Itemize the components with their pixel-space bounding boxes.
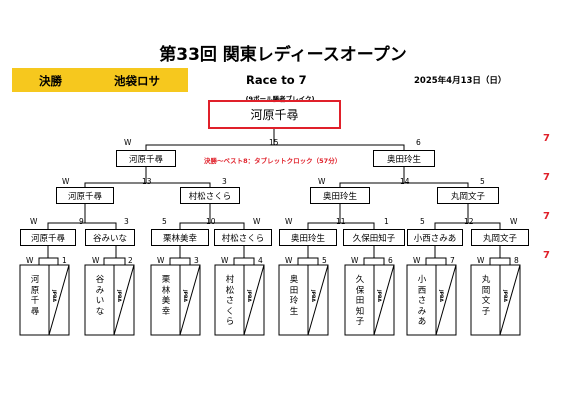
qf4-right-win: W: [510, 217, 518, 226]
seed2-name: 谷みいな: [95, 275, 105, 317]
seed7-name: 小西さみあ: [417, 275, 427, 327]
champion-name: 河原千尋: [250, 108, 299, 122]
semi1-left-score: 13: [142, 177, 152, 186]
semi1-right-score: 3: [222, 177, 227, 186]
seed3-win: W: [157, 256, 165, 265]
side-mark-first: 7: [543, 250, 550, 261]
qf2-left-player: 栗林美幸: [151, 229, 209, 246]
final-left-win: W: [124, 138, 132, 147]
qf1-right-player: 谷みいな: [85, 229, 135, 246]
race-label: Race to 7: [246, 73, 307, 87]
final-left-score: 15: [269, 138, 279, 147]
qf1-left-player: 河原千尋: [20, 229, 76, 246]
qf4-left-win: 5: [420, 217, 425, 226]
semi1-right-player: 村松さくら: [180, 187, 240, 204]
seed7-win: W: [413, 256, 421, 265]
qf4-right-player: 丸岡文子: [471, 229, 529, 246]
header-bar: [12, 68, 188, 92]
seed6-win: W: [351, 256, 359, 265]
qf1-left-win: W: [30, 217, 38, 226]
jpba-tag: JPBA: [182, 290, 187, 302]
qf3-right-score: 1: [384, 217, 389, 226]
jpba-tag: JPBA: [502, 290, 507, 302]
jpba-tag: JPBA: [51, 290, 56, 302]
qf4-left-score: 12: [464, 217, 474, 226]
seed2-num: 2: [128, 256, 133, 265]
seed8-win: W: [477, 256, 485, 265]
seed1-win: W: [26, 256, 34, 265]
seed4-win: W: [221, 256, 229, 265]
jpba-tag: JPBA: [246, 290, 251, 302]
semi2-left-win: W: [318, 177, 326, 186]
stage-label: 決勝: [39, 74, 62, 88]
seed5-name: 奥田玲生: [289, 275, 299, 317]
jpba-tag: JPBA: [376, 290, 381, 302]
seed3-name: 栗林美幸: [161, 275, 171, 317]
seed8-name: 丸岡文子: [481, 275, 491, 317]
jpba-tag: JPBA: [310, 290, 315, 302]
seed8-num: 8: [514, 256, 519, 265]
semi2-right-score: 5: [480, 177, 485, 186]
date-label: 2025年4月13日（日）: [414, 76, 507, 86]
seed6-name: 久保田知子: [355, 275, 365, 327]
side-mark-semi: 7: [543, 172, 550, 183]
side-mark-final: 7: [543, 133, 550, 144]
qf2-right-win: W: [253, 217, 261, 226]
seed5-win: W: [285, 256, 293, 265]
venue-label: 池袋ロサ: [114, 74, 160, 88]
jpba-tag: JPBA: [438, 290, 443, 302]
page-title: 第33回 関東レディースオープン: [159, 45, 407, 65]
semi1-left-win: W: [62, 177, 70, 186]
semi2-left-score: 14: [400, 177, 410, 186]
semi2-right-player: 丸岡文子: [437, 187, 499, 204]
seed4-name: 村松さくら: [225, 275, 235, 327]
final-right-score: 6: [416, 138, 421, 147]
seed7-num: 7: [450, 256, 455, 265]
qf1-right-score: 3: [124, 217, 129, 226]
qf2-left-win: 5: [162, 217, 167, 226]
final-left-player: 河原千尋: [116, 150, 176, 167]
qf3-right-player: 久保田知子: [343, 229, 405, 246]
qf3-left-player: 奥田玲生: [279, 229, 337, 246]
seed6-num: 6: [388, 256, 393, 265]
semi2-left-player: 奥田玲生: [310, 187, 370, 204]
seed4-num: 4: [258, 256, 263, 265]
clock-note: 決勝～ベスト8：タブレットクロック（57分）: [204, 157, 342, 165]
seed1-name: 河原千尋: [30, 275, 40, 317]
jpba-tag: JPBA: [116, 290, 121, 302]
semi1-left-player: 河原千尋: [56, 187, 114, 204]
qf3-left-score: 11: [336, 217, 346, 226]
qf2-right-player: 村松さくら: [214, 229, 272, 246]
seed1-num: 1: [62, 256, 67, 265]
qf4-left-player: 小西さみあ: [407, 229, 463, 246]
seed2-win: W: [92, 256, 100, 265]
game-note: (9ボール勝者ブレイク): [245, 95, 315, 103]
final-right-player: 奥田玲生: [373, 150, 435, 167]
qf3-left-win: W: [285, 217, 293, 226]
seed3-num: 3: [194, 256, 199, 265]
seed5-num: 5: [322, 256, 327, 265]
champion-box: 河原千尋: [208, 100, 341, 129]
qf1-left-score: 9: [79, 217, 84, 226]
side-mark-quarter: 7: [543, 211, 550, 222]
qf2-left-score: 10: [206, 217, 216, 226]
